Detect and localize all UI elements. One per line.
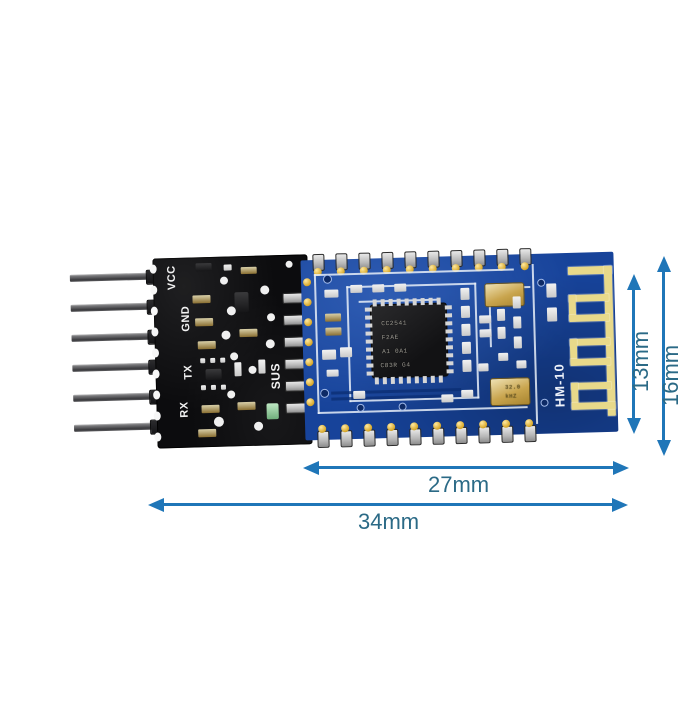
silkscreen-pin-labels: VCC GND TX RX SUS — [0, 0, 690, 418]
chip-marking-line-1: CC2541 — [381, 319, 408, 328]
black-pcb-castellations — [0, 0, 690, 442]
chip-marking-line-4: C83R G4 — [380, 361, 411, 370]
dimension-13mm-label: 13mm — [628, 330, 653, 392]
cc2541-chip-legs — [0, 0, 690, 385]
module-name-silkscreen: HM-10 — [551, 363, 568, 408]
dimension-34mm-label: 34mm — [358, 509, 420, 534]
pin-label-gnd: GND — [179, 305, 193, 332]
chip-marking-line-3: A1 0A1 — [381, 347, 409, 356]
dimension-16mm-label: 16mm — [658, 344, 683, 406]
black-board-edge-pads — [0, 0, 690, 414]
crystal-marking-line-1: 32.0 — [504, 383, 521, 391]
pcb-antenna — [0, 0, 690, 416]
pin-label-rx: RX — [178, 401, 191, 418]
crystal-marking-line-2: kHZ — [505, 392, 518, 400]
blue-pcb-left-pads — [0, 0, 690, 407]
blue-board-components — [0, 0, 690, 411]
pin-label-sus: SUS — [268, 362, 284, 390]
blue-pcb-castellations-bottom — [0, 0, 690, 449]
chip-marking-line-2: F2AE — [381, 333, 400, 342]
pcb-traces — [0, 0, 690, 424]
blue-pcb-castellations-top — [0, 0, 690, 277]
dimension-27mm-label: 27mm — [428, 472, 490, 497]
pin-label-vcc: VCC — [165, 265, 179, 291]
header-pins — [0, 0, 690, 435]
pin-label-tx: TX — [182, 364, 195, 380]
black-board-components — [0, 0, 690, 438]
